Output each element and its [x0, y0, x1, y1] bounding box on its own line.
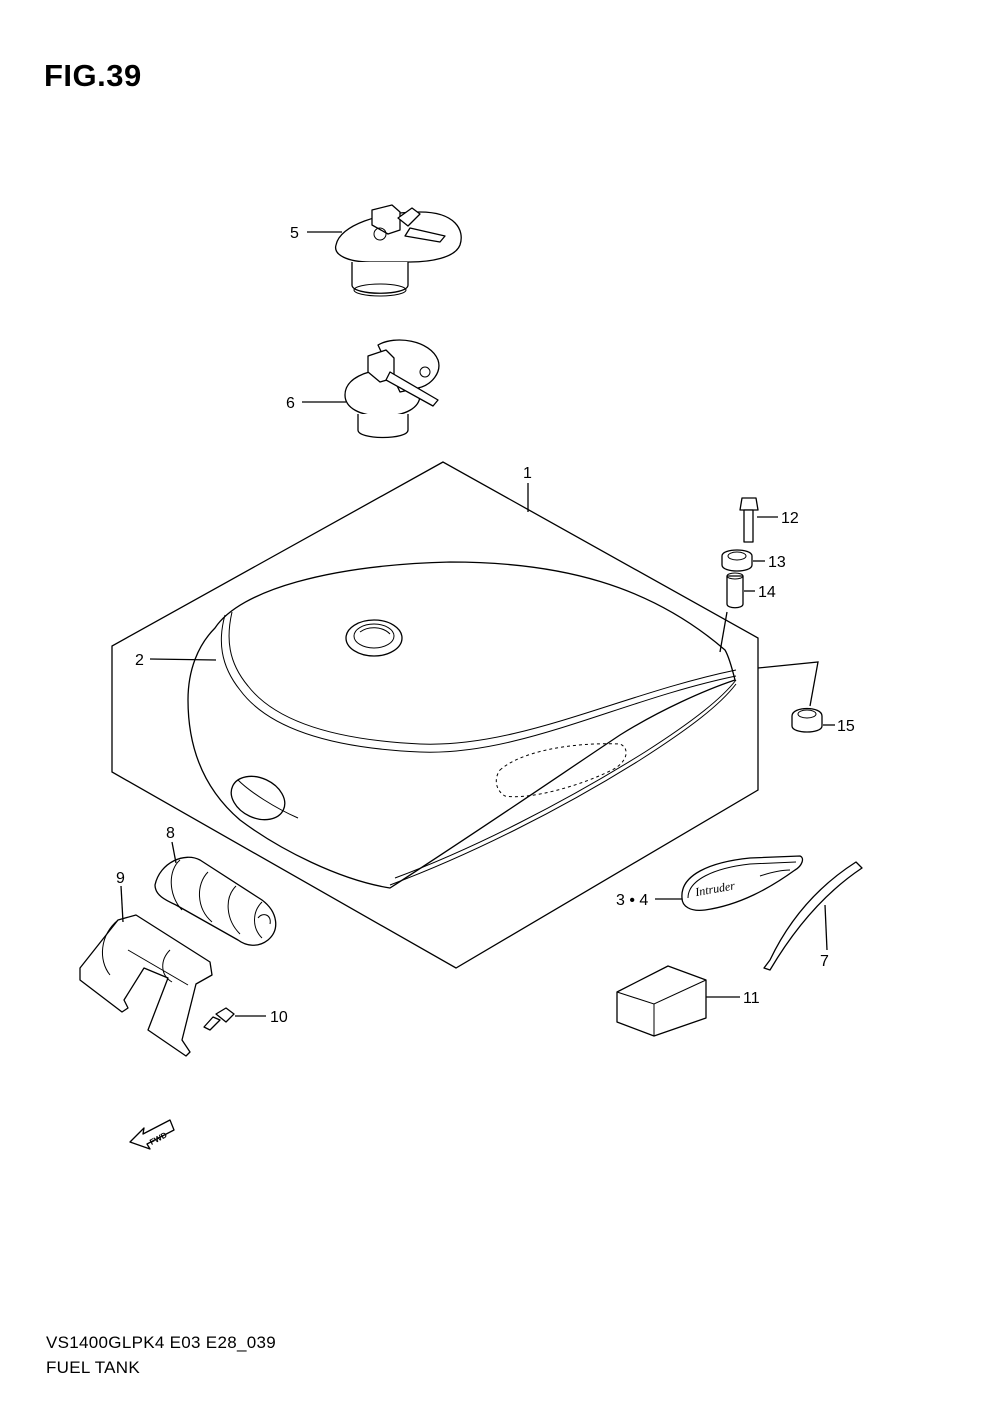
callout-10: 10	[270, 1009, 288, 1026]
collar-14	[726, 572, 744, 609]
callout-3-4: 3 • 4	[616, 892, 648, 909]
bracket-9	[79, 914, 213, 1057]
callout-15: 15	[837, 718, 855, 735]
callout-8: 8	[166, 825, 175, 842]
cushion-15	[791, 707, 823, 733]
callout-14: 14	[758, 584, 776, 601]
figure-title: FIG.39	[44, 58, 142, 93]
trim-strip-7	[763, 861, 863, 971]
cushion-13	[721, 549, 753, 572]
footer-part-name: FUEL TANK	[46, 1358, 141, 1377]
emblem-3-4: Intruder	[681, 855, 804, 912]
callout-1: 1	[523, 465, 532, 482]
callout-2: 2	[135, 652, 144, 669]
callout-12: 12	[781, 510, 799, 527]
footer-model-code: VS1400GLPK4 E03 E28_039	[46, 1333, 276, 1352]
fuel-tank-body	[187, 561, 737, 889]
callout-labels: 5 6 1 2 12 13 14 15 3 • 4 7 11 8 9 10	[116, 225, 855, 1026]
box-11	[616, 965, 707, 1037]
callout-9: 9	[116, 870, 125, 887]
cushion-8	[154, 856, 277, 946]
fwd-arrow-icon: FWD	[129, 1119, 175, 1150]
fuel-cap-5	[335, 204, 462, 297]
fuel-tank-box	[111, 461, 759, 969]
callout-6: 6	[286, 395, 295, 412]
callout-11: 11	[743, 990, 760, 1007]
leader-lines	[120, 231, 835, 1017]
callout-5: 5	[290, 225, 299, 242]
callout-13: 13	[768, 554, 786, 571]
screw-10	[203, 1007, 235, 1031]
callout-7: 7	[820, 953, 829, 970]
fuel-cap-6	[344, 339, 440, 439]
bolt-12	[739, 497, 759, 543]
